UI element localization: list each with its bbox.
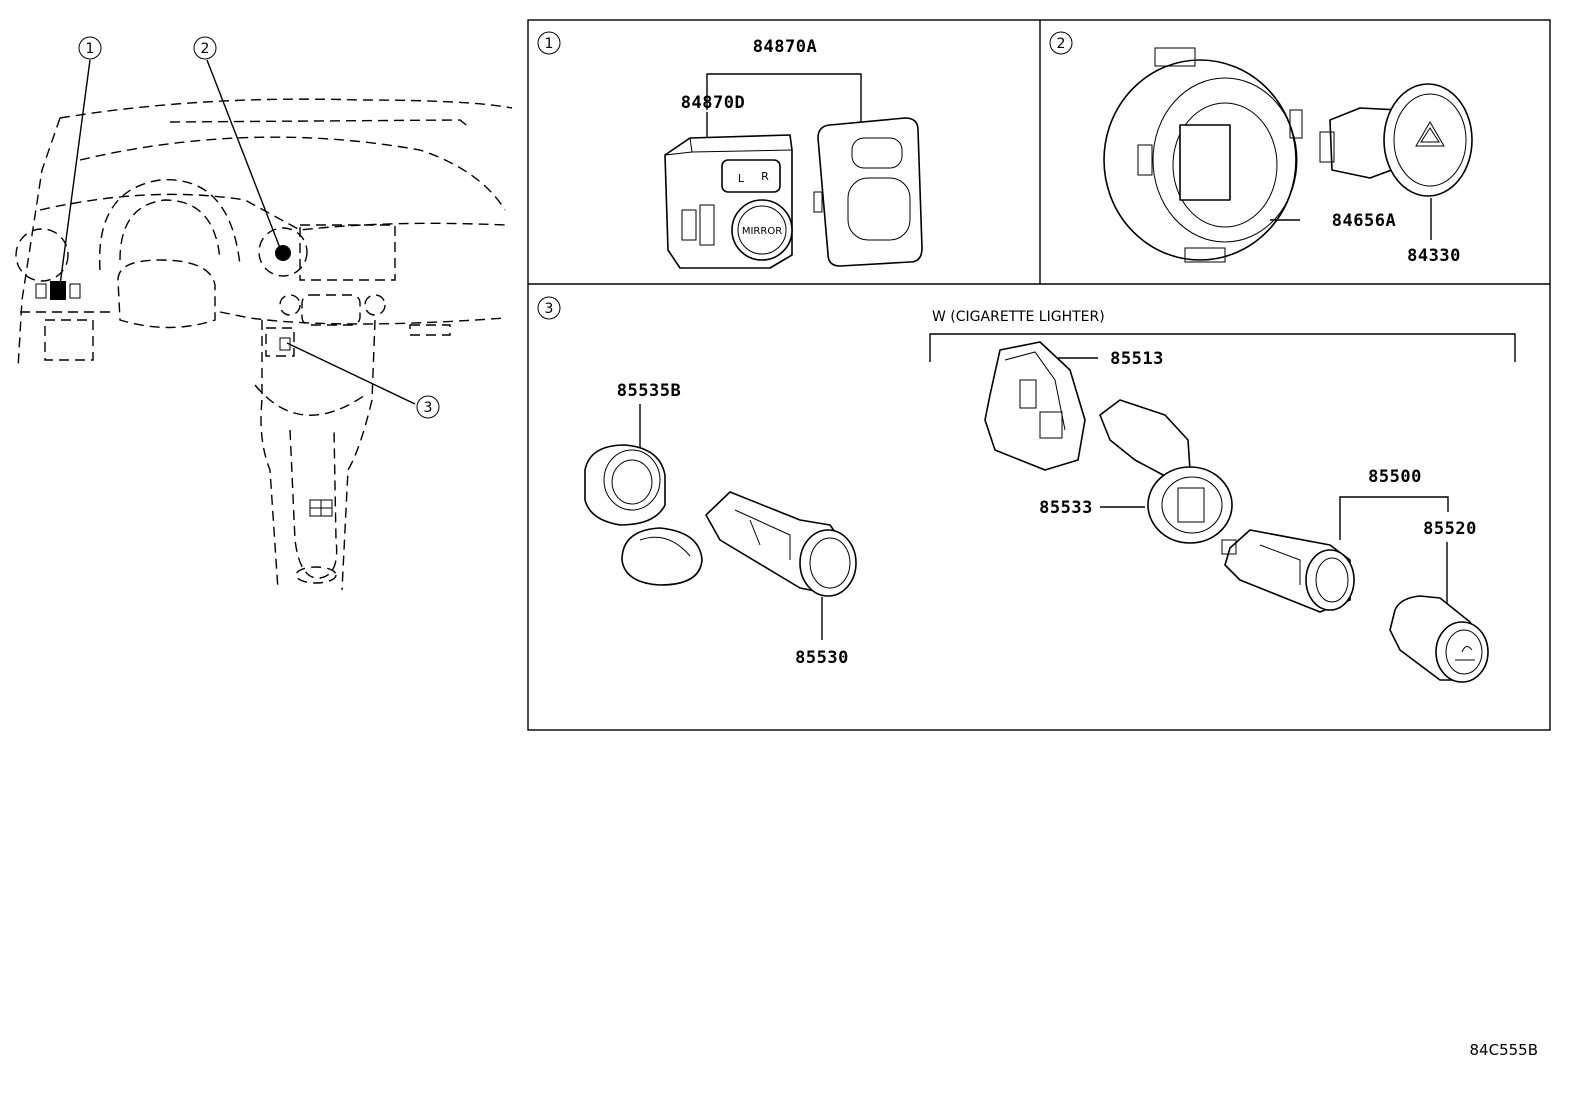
overview-callouts: 1 2 3 <box>59 36 440 419</box>
switch-housing-ring <box>1103 47 1303 263</box>
part-84656A: 84656A <box>1332 211 1396 231</box>
callout-3-label: 3 <box>424 400 433 416</box>
hazard-triangle-icon <box>1415 121 1445 147</box>
outlet-socket-insert <box>705 491 857 597</box>
mirror-switch-body: L R MIRROR <box>664 134 793 269</box>
lighter-plug <box>1389 595 1489 683</box>
callout-3-circle <box>416 395 440 419</box>
panel-3-callout <box>537 296 561 320</box>
part-84870A: 84870A <box>753 37 817 57</box>
switch-label-l: L <box>738 172 745 185</box>
outlet-socket-with-lid <box>584 444 703 586</box>
part-85533: 85533 <box>1039 498 1093 518</box>
lighter-holder <box>1099 399 1233 544</box>
diagram-code: 84C555B <box>1470 1041 1538 1059</box>
callout-1-circle <box>78 36 102 60</box>
part-84330: 84330 <box>1407 246 1461 266</box>
lighter-retainer <box>984 341 1086 471</box>
part-85513: 85513 <box>1110 349 1164 369</box>
switch-label-r: R <box>761 170 769 183</box>
callout-1-label: 1 <box>86 41 95 57</box>
panel-1-callout-label: 1 <box>545 36 554 52</box>
part-85535B: 85535B <box>617 381 681 401</box>
panel-1: 1 84870A 84870D L R MIRROR <box>537 31 923 269</box>
part-84870D: 84870D <box>681 93 745 113</box>
variant-note: W (CIGARETTE LIGHTER) <box>932 309 1105 325</box>
part-85520: 85520 <box>1423 519 1477 539</box>
hazard-switch <box>1319 83 1473 197</box>
cigarette-icon <box>1455 646 1475 661</box>
dashboard-overview <box>15 98 513 591</box>
callout-2-label: 2 <box>201 41 210 57</box>
part-85500: 85500 <box>1368 467 1422 487</box>
lighter-socket <box>1221 529 1355 613</box>
mirror-switch-bezel <box>813 117 923 267</box>
panel-3-callout-label: 3 <box>545 301 554 317</box>
part-85530: 85530 <box>795 648 849 668</box>
panel-1-callout <box>537 31 561 55</box>
panel-2: 2 84656A 84330 <box>1049 31 1473 266</box>
detail-frame <box>527 19 1551 731</box>
panel-2-callout-label: 2 <box>1057 36 1066 52</box>
switch-label-mirror: MIRROR <box>742 226 782 237</box>
callout-2-circle <box>193 36 217 60</box>
panel-3: 3 85535B 85530 W (CIGARETTE LIGHTER) <box>537 296 1516 683</box>
panel-2-callout <box>1049 31 1073 55</box>
